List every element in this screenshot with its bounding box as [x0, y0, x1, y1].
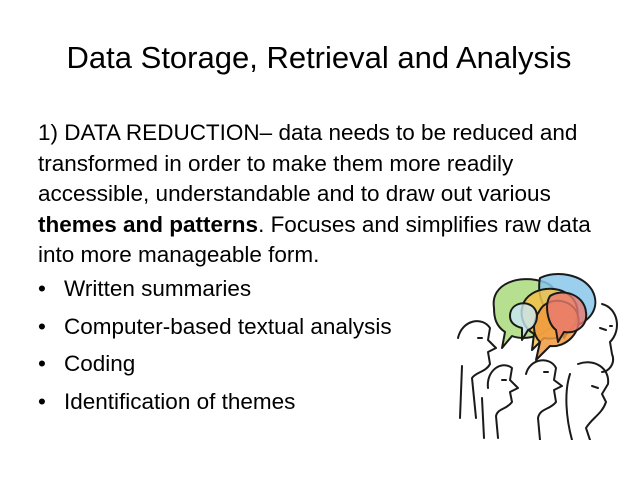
bullet-marker: • [38, 388, 46, 414]
bullet-text: Identification of themes [64, 388, 296, 414]
bullet-item: • Computer-based textual analysis [38, 308, 392, 346]
bullet-text: Coding [64, 351, 136, 376]
slide-title: Data Storage, Retrieval and Analysis [66, 40, 572, 75]
bullet-text: Computer-based textual analysis [64, 313, 392, 339]
bullet-marker: • [38, 313, 46, 339]
people-speech-bubbles-illustration [457, 273, 618, 440]
paragraph-intro: 1) DATA REDUCTION– data needs to be redu… [38, 120, 578, 206]
bullet-item: • Identification of themes [38, 383, 392, 421]
bullet-marker: • [38, 351, 46, 376]
bullet-text: Written summaries [64, 276, 252, 301]
bullet-item: • Written summaries [38, 270, 392, 308]
bullet-marker: • [38, 276, 46, 301]
paragraph-outro: . Focuses and simplifies raw data into m… [38, 211, 591, 268]
paragraph-emphasis: themes and patterns [38, 211, 259, 237]
bullet-list: • Written summaries • Computer-based textu… [38, 270, 392, 420]
data-reduction-paragraph: 1) DATA REDUCTION– data needs to be redu… [38, 118, 608, 271]
bullet-item: • Coding [38, 345, 392, 383]
